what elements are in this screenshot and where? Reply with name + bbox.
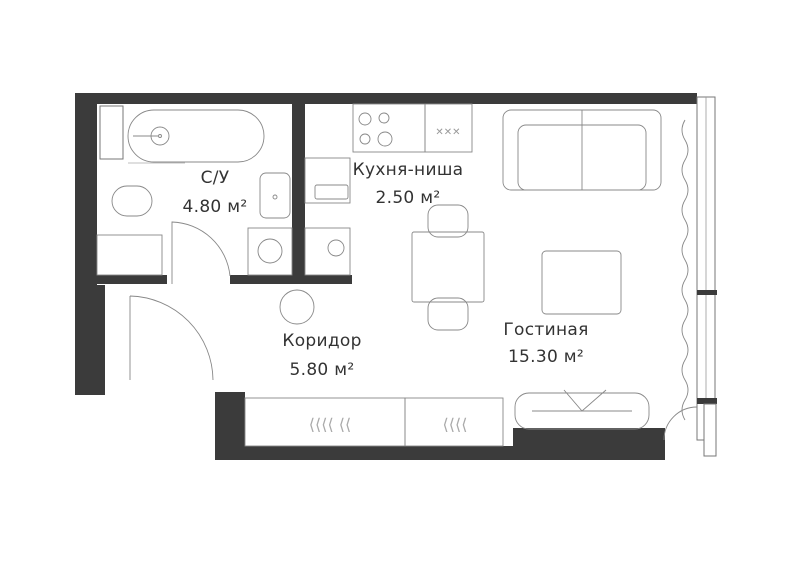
room-name-kitchen: Кухня-ниша [352, 160, 464, 180]
svg-text:✕✕✕: ✕✕✕ [435, 127, 460, 138]
bathroom-fixtures [96, 105, 293, 284]
toilet [111, 185, 153, 217]
wall-bottom-thick [513, 428, 665, 460]
bathtub [127, 109, 265, 163]
room-area-kitchen: 2.50 м² [375, 188, 441, 208]
walls [75, 93, 697, 460]
round-stool [279, 289, 315, 325]
wall-top [75, 93, 697, 104]
shaft [99, 105, 124, 160]
chair-bottom [427, 297, 469, 331]
dining-table [411, 231, 485, 303]
room-name-living: Гостиная [503, 320, 589, 340]
bathroom-door [171, 221, 231, 284]
kitchen-fixtures: ✕✕✕ [304, 103, 485, 331]
corridor-fixtures: ⟨⟨⟨⟨ ⟨⟨ ⟨⟨⟨⟨ [129, 289, 504, 447]
svg-text:⟨⟨⟨⟨: ⟨⟨⟨⟨ [443, 415, 468, 434]
room-area-bathroom: 4.80 м² [182, 197, 248, 217]
room-name-bathroom: С/У [200, 168, 230, 188]
room-area-living: 15.30 м² [507, 347, 585, 367]
wall-bath-bottom-left [97, 275, 167, 284]
cabinet [96, 234, 163, 276]
coffee-table [541, 250, 622, 315]
living-fixtures [502, 109, 662, 430]
wall-bath-bottom-right [230, 275, 352, 284]
kitchen-sink [304, 157, 351, 204]
wall-left-lower [75, 285, 105, 395]
dishwasher [304, 227, 351, 276]
room-name-corridor: Коридор [282, 331, 362, 351]
entrance-door [129, 295, 214, 381]
tv-stand [514, 392, 650, 430]
sink [259, 172, 291, 219]
washing-machine [247, 227, 293, 276]
room-area-corridor: 5.80 м² [289, 360, 355, 380]
wall-bath-kitchen [292, 104, 305, 284]
chair-top [427, 204, 469, 238]
svg-text:⟨⟨⟨⟨ ⟨⟨: ⟨⟨⟨⟨ ⟨⟨ [309, 415, 352, 434]
cabinet-top [424, 103, 473, 153]
curtain [681, 119, 689, 421]
window [663, 96, 717, 457]
